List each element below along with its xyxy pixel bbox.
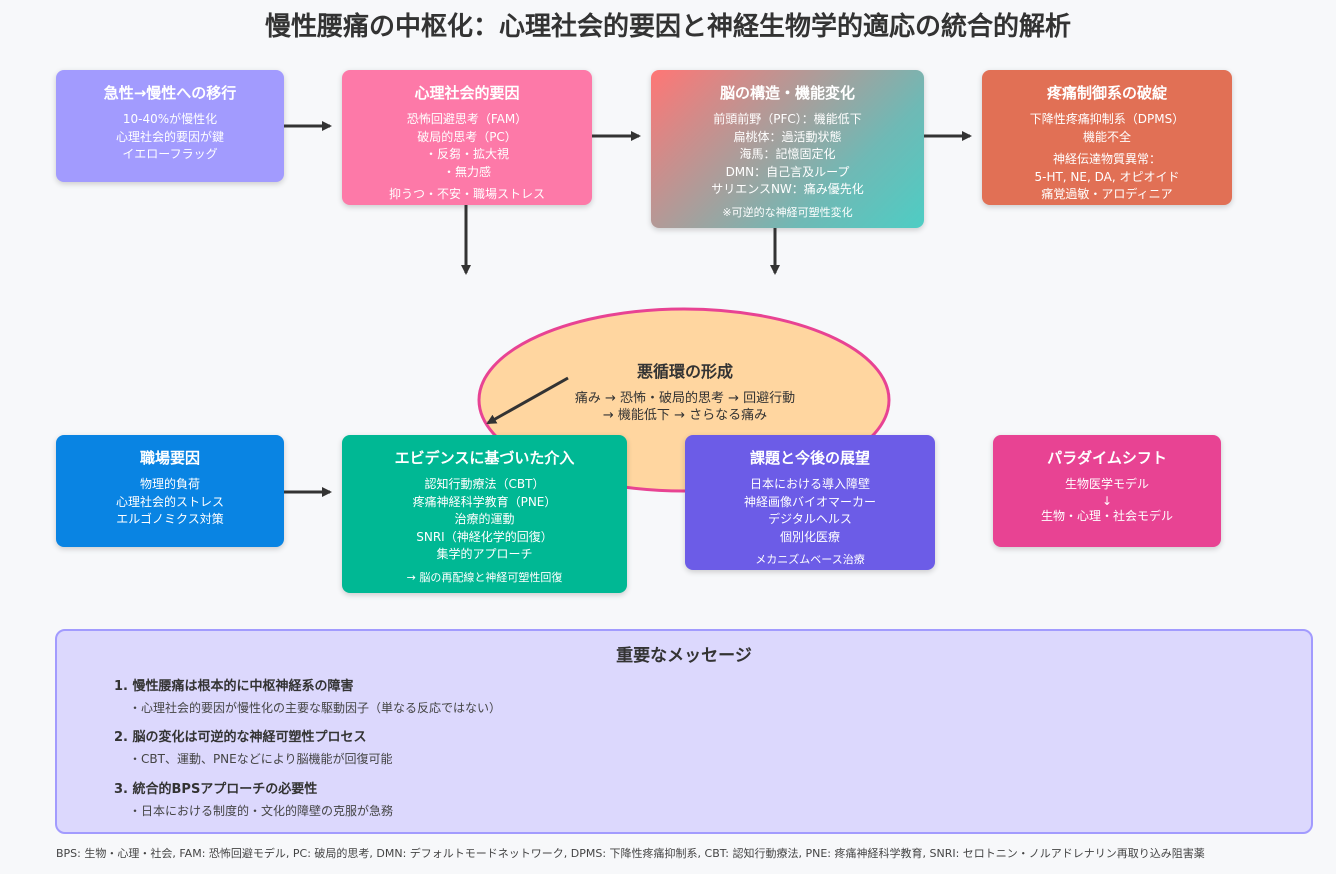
psychosocial-line: ・反芻・拡大視 — [424, 147, 509, 161]
brain-line: 前頭前野（PFC）：機能低下 — [713, 112, 862, 126]
workplace-line: 心理社会的ストレス — [115, 494, 224, 509]
message-heading: 3. 統合的BPSアプローチの必要性 — [114, 782, 318, 797]
psychosocial-line: 破局的思考（PC） — [417, 129, 517, 144]
workplace-line: 物理的負荷 — [139, 477, 200, 491]
brain-note: ※可逆的な神経可塑性変化 — [722, 205, 853, 219]
psychosocial-title: 心理社会的要因 — [414, 84, 520, 102]
pain-line: 痛覚過敏・アロディニア — [1041, 187, 1173, 201]
psychosocial-box: 心理社会的要因 恐怖回避思考（FAM） 破局的思考（PC） ・反芻・拡大視 ・無… — [342, 70, 592, 205]
message-detail: ・心理社会的要因が慢性化の主要な駆動因子（単なる反応ではない） — [129, 701, 502, 715]
paradigm-arrow: ↓ — [1101, 493, 1113, 508]
challenges-line: メカニズムベース治療 — [755, 553, 865, 566]
evidence-line: 集学的アプローチ — [436, 547, 533, 561]
footnote: BPS: 生物・心理・社会, FAM: 恐怖回避モデル, PC: 破局的思考, … — [56, 847, 1205, 860]
message-detail: ・日本における制度的・文化的障壁の克服が急務 — [129, 804, 394, 818]
challenges-title: 課題と今後の展望 — [749, 449, 870, 467]
brain-line: 海馬：記憶固定化 — [739, 147, 836, 161]
acute-to-chronic-title: 急性→慢性への移行 — [103, 84, 237, 102]
vicious-cycle-line: 痛み → 恐怖・破局的思考 → 回避行動 — [574, 391, 796, 406]
challenges-line: 日本における導入障壁 — [749, 477, 870, 491]
challenges-line: 神経画像バイオマーカー — [743, 494, 876, 509]
workplace-title: 職場要因 — [139, 449, 200, 467]
brain-changes-box: 脳の構造・機能変化 前頭前野（PFC）：機能低下 扁桃体：過活動状態 海馬：記憶… — [651, 70, 924, 228]
message-heading: 2. 脳の変化は可逆的な神経可塑性プロセス — [114, 730, 367, 745]
brain-line: サリエンスNW：痛み優先化 — [711, 182, 864, 196]
pain-line: 神経伝達物質異常： — [1052, 152, 1161, 166]
page-title: 慢性腰痛の中枢化：心理社会的要因と神経生物学的適応の統合的解析 — [264, 12, 1071, 42]
pain-control-box: 疼痛制御系の破綻 下降性疼痛抑制系（DPMS） 機能不全 神経伝達物質異常： 5… — [982, 70, 1232, 205]
paradigm-line: 生物・心理・社会モデル — [1040, 508, 1173, 523]
evidence-note: → 脳の再配線と神経可塑性回復 — [406, 570, 563, 584]
pain-line: 5-HT, NE, DA, オピオイド — [1034, 169, 1180, 184]
message-detail: ・CBT、運動、PNEなどにより脳機能が回復可能 — [129, 752, 393, 766]
challenges-box: 課題と今後の展望 日本における導入障壁 神経画像バイオマーカー デジタルヘルス … — [685, 435, 935, 570]
brain-changes-title: 脳の構造・機能変化 — [719, 84, 855, 102]
acute-line: イエローフラッグ — [122, 147, 218, 161]
evidence-line: 治療的運動 — [454, 512, 515, 526]
psychosocial-line: ・無力感 — [442, 164, 491, 179]
key-messages-title: 重要なメッセージ — [616, 646, 752, 666]
acute-line: 10-40%が慢性化 — [122, 112, 218, 126]
workplace-box: 職場要因 物理的負荷 心理社会的ストレス エルゴノミクス対策 — [56, 435, 284, 547]
pain-line: 下降性疼痛抑制系（DPMS） — [1029, 112, 1185, 126]
psychosocial-line: 抑うつ・不安・職場ストレス — [388, 187, 545, 201]
workplace-line: エルゴノミクス対策 — [116, 512, 224, 526]
acute-line: 心理社会的要因が鍵 — [115, 129, 224, 144]
challenges-line: デジタルヘルス — [768, 512, 852, 526]
brain-line: 扁桃体：過活動状態 — [733, 129, 842, 144]
evidence-intervention-box: エビデンスに基づいた介入 認知行動療法（CBT） 疼痛神経科学教育（PNE） 治… — [342, 435, 627, 593]
evidence-title: エビデンスに基づいた介入 — [394, 449, 575, 467]
paradigm-shift-box: パラダイムシフト 生物医学モデル ↓ 生物・心理・社会モデル — [993, 435, 1221, 547]
evidence-line: SNRI（神経化学的回復） — [416, 529, 553, 544]
pain-line: 機能不全 — [1082, 129, 1131, 144]
acute-to-chronic-box: 急性→慢性への移行 10-40%が慢性化 心理社会的要因が鍵 イエローフラッグ — [56, 70, 284, 182]
arrow-cycle-to-evid — [486, 376, 569, 425]
key-messages-panel: 重要なメッセージ 1. 慢性腰痛は根本的に中枢神経系の障害 ・心理社会的要因が慢… — [55, 629, 1313, 834]
challenges-line: 個別化医療 — [779, 529, 840, 544]
evidence-line: 認知行動療法（CBT） — [424, 477, 545, 491]
pain-control-title: 疼痛制御系の破綻 — [1046, 84, 1167, 102]
psychosocial-line: 恐怖回避思考（FAM） — [406, 112, 528, 126]
brain-line: DMN：自己言及ループ — [725, 164, 850, 179]
vicious-cycle-title: 悪循環の形成 — [636, 362, 733, 381]
paradigm-line: 生物医学モデル — [1064, 477, 1149, 491]
evidence-line: 疼痛神経科学教育（PNE） — [412, 494, 557, 509]
vicious-cycle-line: → 機能低下 → さらなる痛み — [602, 408, 768, 423]
paradigm-title: パラダイムシフト — [1047, 449, 1167, 467]
message-heading: 1. 慢性腰痛は根本的に中枢神経系の障害 — [114, 679, 354, 694]
